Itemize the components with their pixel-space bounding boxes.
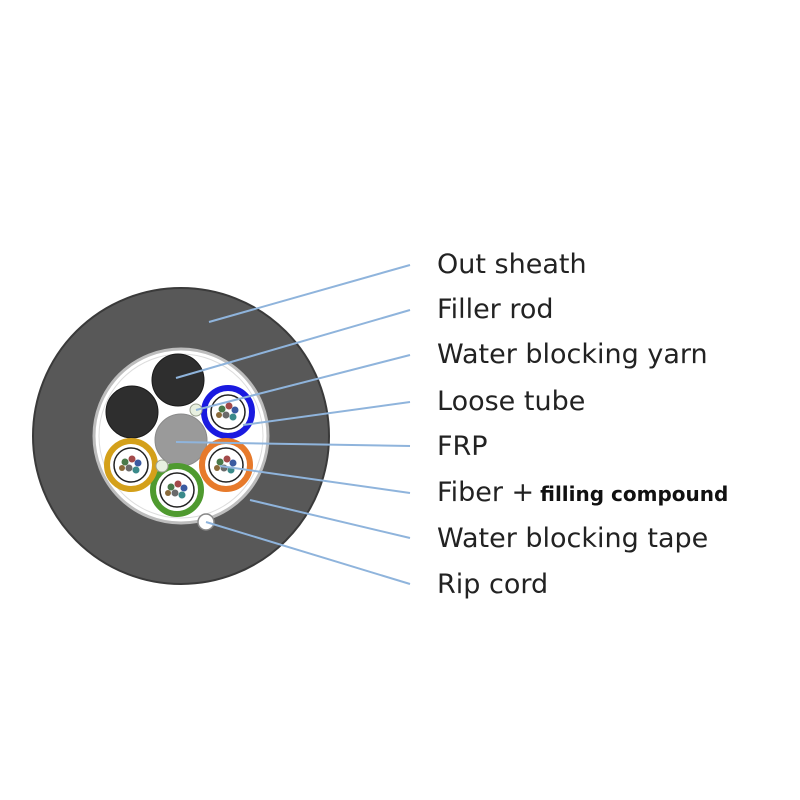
leader-line-water-blocking-yarn <box>195 354 411 411</box>
leader-line-filler-rod <box>175 309 411 379</box>
water-blocking-yarn <box>155 459 169 473</box>
label-filler-rod: Filler rod <box>437 294 554 325</box>
fiber-bundle-icon <box>165 480 188 499</box>
label-rip-cord: Rip cord <box>437 569 549 600</box>
leader-line-fiber <box>219 465 411 494</box>
loose-tube-orange <box>199 438 253 492</box>
filler-rod-top <box>151 353 205 407</box>
leader-lines <box>175 264 411 585</box>
leader-line-water-blocking-tape <box>249 499 411 539</box>
loose-tube-green <box>150 463 204 517</box>
frp-central-member <box>154 413 208 467</box>
label-filling-compound: filling compound <box>540 482 729 506</box>
label-fiber: Fiber + <box>437 477 535 508</box>
loose-tube-blue <box>201 385 255 439</box>
loose-tube-yellow <box>104 438 158 492</box>
leader-line-frp <box>175 441 411 447</box>
label-frp: FRP <box>437 431 488 462</box>
label-loose-tube: Loose tube <box>437 386 586 417</box>
leader-line-out-sheath <box>208 264 411 323</box>
label-fiber-filling-compound: Fiber +filling compound <box>437 479 728 506</box>
leader-line-loose-tube <box>242 401 411 426</box>
label-out-sheath: Out sheath <box>437 249 587 280</box>
fiber-bundle-icon <box>119 455 142 474</box>
label-water-blocking-yarn: Water blocking yarn <box>437 339 708 370</box>
filler-rod-left <box>105 385 159 439</box>
fiber-bundle-icon <box>216 402 239 421</box>
leader-line-rip-cord <box>205 521 411 585</box>
label-water-blocking-tape: Water blocking tape <box>437 523 709 554</box>
